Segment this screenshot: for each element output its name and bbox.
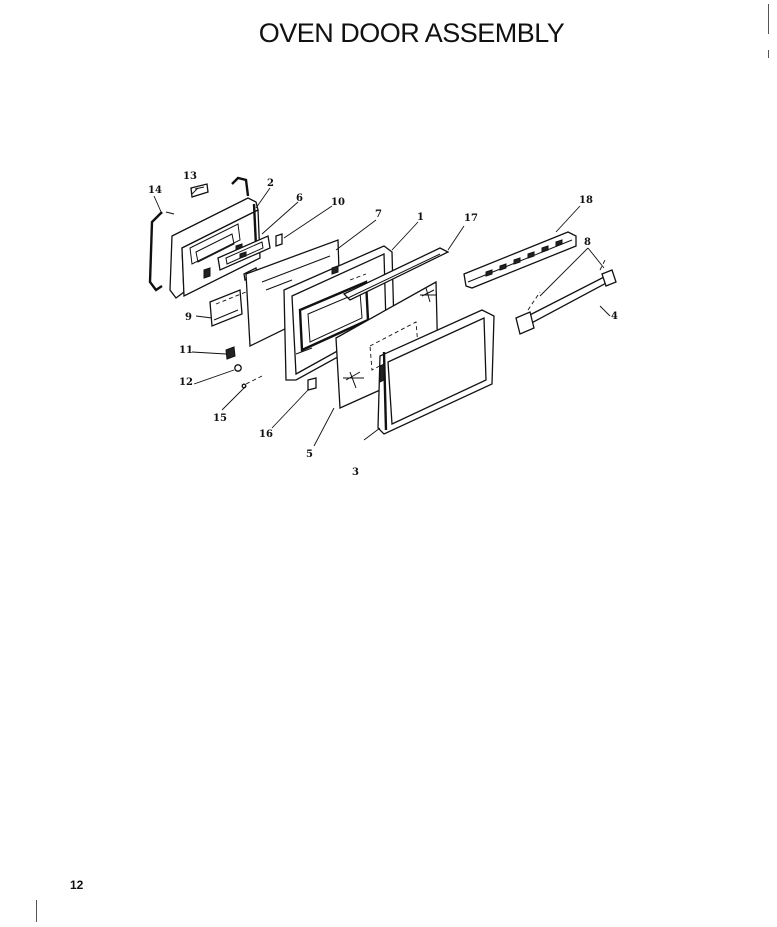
leader-lines [153,187,611,447]
part-15-washer [241,375,263,389]
part-2-outer-door-back [169,197,261,299]
part-10-block [275,233,283,247]
page-title: OVEN DOOR ASSEMBLY [258,18,565,48]
callout-labels: 1 2 3 4 5 6 7 8 9 10 11 12 13 14 15 16 1… [148,171,618,478]
page-number: 12 [70,878,84,892]
part-3-outer-door-panel [377,309,495,435]
part-18-control-panel [463,231,577,289]
callout-17: 17 [464,213,478,224]
callout-10: 10 [331,197,345,208]
part-17-trim-strip [342,247,450,301]
part-11-hinge-clip [225,346,236,360]
scan-edge-mark-bottom [36,900,37,922]
part-4-door-handle [515,257,617,335]
part-13-clip [190,183,209,198]
part-14-door-gasket [148,211,175,292]
callout-1: 1 [417,212,424,223]
scan-edge-mark-middle [768,50,769,58]
callout-6: 6 [296,193,303,204]
callout-2: 2 [267,178,274,189]
scan-edge-mark-top [768,4,769,34]
callout-13: 13 [183,171,197,182]
part-1-inner-door-frame [283,245,395,381]
callout-11: 11 [179,345,193,356]
callout-4: 4 [611,311,618,322]
callout-16: 16 [259,429,273,440]
callout-8: 8 [584,237,591,248]
callout-7: 7 [375,209,382,220]
callout-14: 14 [148,185,162,196]
callout-18: 18 [579,195,593,206]
callout-9: 9 [185,312,192,323]
part-hook [231,176,250,197]
callout-12: 12 [179,377,193,388]
callout-3: 3 [352,467,359,478]
part-16-stop-block [307,377,317,391]
part-12-screw [234,364,242,372]
callout-5: 5 [306,449,313,460]
callout-15: 15 [213,413,227,424]
